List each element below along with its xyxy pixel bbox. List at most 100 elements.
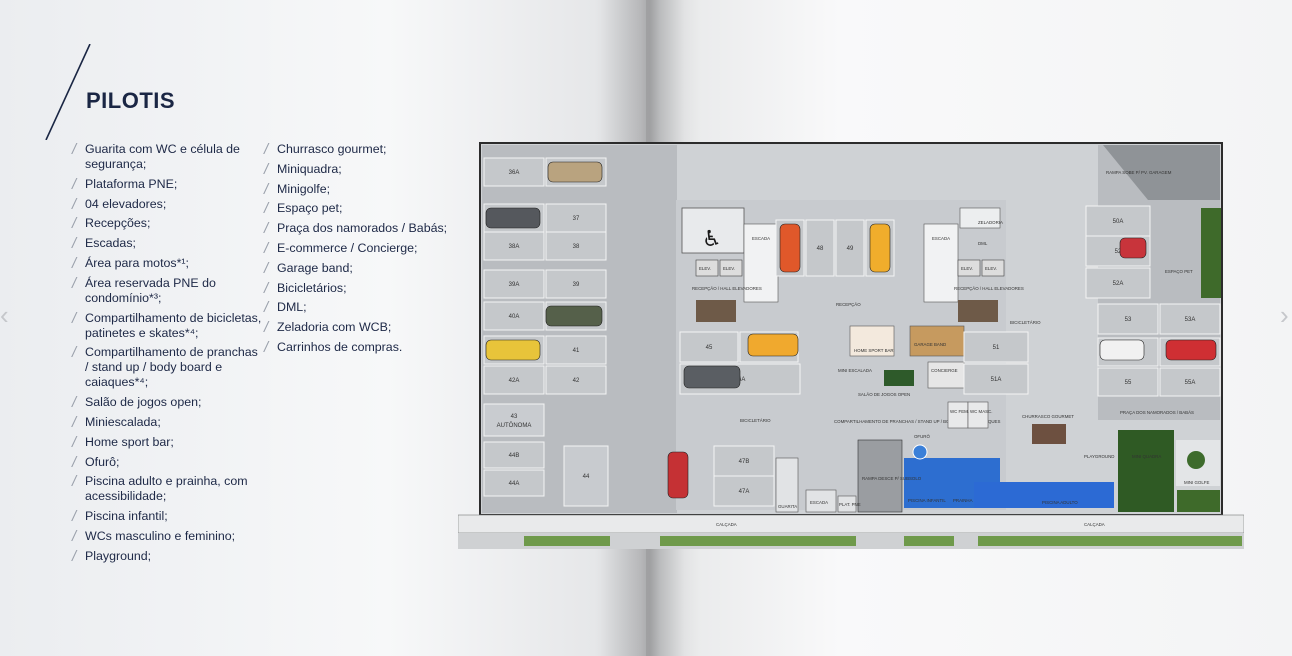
label-mini-quadra: MINI QUADRA bbox=[1132, 454, 1161, 459]
car-icon bbox=[1119, 237, 1147, 259]
parking-slot bbox=[483, 157, 545, 187]
amenity-item: Escadas; bbox=[72, 236, 262, 251]
amenity-item: Churrasco gourmet; bbox=[264, 142, 469, 157]
parking-slot-label: 39A bbox=[509, 282, 520, 288]
reception-lounge-1 bbox=[696, 300, 736, 322]
car-icon bbox=[485, 207, 541, 229]
label-zeladoria: ZELADORIA bbox=[978, 220, 1003, 225]
amenity-item: Ofurô; bbox=[72, 455, 262, 470]
autonoma-number: 43 bbox=[511, 414, 518, 420]
parking-slot bbox=[483, 441, 545, 469]
amenities-list-col2: Churrasco gourmet;Miniquadra;Minigolfe;E… bbox=[264, 142, 469, 360]
amenity-item: 04 elevadores; bbox=[72, 197, 262, 212]
label-bicicletario-1: BICICLETÁRIO bbox=[1010, 320, 1041, 325]
label-recepcao-hall-1: RECEPÇÃO / HALL ELEVADORES bbox=[692, 286, 762, 291]
title-slash-decoration bbox=[45, 44, 91, 140]
parking-slot bbox=[545, 335, 607, 365]
parking-slot-label: 47B bbox=[739, 459, 750, 465]
parking-slot bbox=[963, 363, 1029, 395]
label-elev-3: ELEV. bbox=[961, 266, 973, 271]
car-icon bbox=[747, 333, 799, 357]
label-recepcao: RECEPÇÃO bbox=[836, 302, 861, 307]
amenity-item: Carrinhos de compras. bbox=[264, 340, 469, 355]
parking-slot bbox=[545, 269, 607, 299]
wheelchair-icon: ♿ bbox=[702, 227, 722, 252]
car-icon bbox=[485, 339, 541, 361]
amenity-item: Área para motos*¹; bbox=[72, 256, 262, 271]
green-strip-corner bbox=[1177, 490, 1220, 512]
parking-slot-label: 48 bbox=[817, 246, 824, 252]
label-compartilhamento: COMPARTILHAMENTO DE PRANCHAS / STAND UP … bbox=[834, 419, 1000, 424]
amenity-item: WCs masculino e feminino; bbox=[72, 529, 262, 544]
car-icon bbox=[779, 223, 801, 273]
parking-slot-label: 52A bbox=[1113, 281, 1124, 287]
guarita-room bbox=[775, 457, 799, 513]
parking-slot-label: 45 bbox=[706, 345, 713, 351]
ramp-down bbox=[857, 439, 903, 513]
amenity-item: Home sport bar; bbox=[72, 435, 262, 450]
planter-3 bbox=[904, 536, 954, 546]
amenity-item: Salão de jogos open; bbox=[72, 395, 262, 410]
amenity-item: Miniquadra; bbox=[264, 162, 469, 177]
prev-page-arrow-icon[interactable]: ‹ bbox=[0, 300, 9, 330]
label-mini-golfe: MINI GOLFE bbox=[1184, 480, 1209, 485]
label-mini-escalada: MINI ESCALADA bbox=[838, 368, 872, 373]
parking-slot-label: 50A bbox=[1113, 219, 1124, 225]
parking-slot bbox=[545, 365, 607, 395]
parking-slot bbox=[545, 231, 607, 261]
parking-slot bbox=[1097, 367, 1159, 397]
wc-masc-room bbox=[967, 401, 989, 429]
parking-slot-label: 40A bbox=[509, 314, 520, 320]
label-wc-masc: WC MASC. bbox=[970, 409, 992, 414]
parking-slot bbox=[713, 475, 775, 507]
mini-golfe-green bbox=[1187, 451, 1205, 469]
car-icon bbox=[547, 161, 603, 183]
amenity-item: E-commerce / Concierge; bbox=[264, 241, 469, 256]
amenity-item: Guarita com WC e célula de segurança; bbox=[72, 142, 262, 172]
parking-slot bbox=[483, 403, 545, 437]
escada-lower bbox=[805, 489, 837, 513]
parking-slot-label: 37 bbox=[573, 216, 580, 222]
label-escada-1: ESCADA bbox=[752, 236, 770, 241]
planter-4 bbox=[978, 536, 1242, 546]
next-page-arrow-icon[interactable]: › bbox=[1280, 300, 1289, 330]
amenity-item: Espaço pet; bbox=[264, 201, 469, 216]
label-bicicletario-2: BICICLETÁRIO bbox=[740, 418, 771, 423]
amenity-item: DML; bbox=[264, 300, 469, 315]
label-concierge: CONCIERGE bbox=[931, 368, 958, 373]
pool-adulto bbox=[974, 482, 1114, 508]
amenity-item: Playground; bbox=[72, 549, 262, 564]
label-piscina-infantil: PISCINA INFANTIL bbox=[908, 498, 946, 503]
plat-pne bbox=[837, 495, 857, 513]
pne-area bbox=[681, 207, 745, 254]
parking-slot-label: 38 bbox=[573, 244, 580, 250]
car-icon bbox=[545, 305, 603, 327]
parking-slot bbox=[483, 469, 545, 497]
parking-slot bbox=[1085, 205, 1151, 237]
game-table bbox=[884, 370, 914, 386]
floor-plan: RAMPA SOBE P/ PV. GARAGEM ESPAÇO PET MIN… bbox=[458, 140, 1244, 554]
parking-slot-label: 51 bbox=[993, 345, 1000, 351]
parking-slot bbox=[483, 269, 545, 299]
zeladoria-room bbox=[959, 207, 1001, 229]
label-plat-pne: PLAT. PNE bbox=[839, 502, 861, 507]
label-ofuro: OFURÔ bbox=[914, 434, 930, 439]
stair-block-1 bbox=[743, 223, 779, 303]
elevator-4 bbox=[981, 259, 1005, 277]
autonoma-label: AUTÔNOMA bbox=[497, 422, 532, 429]
label-escada-lower: ESCADA bbox=[810, 500, 828, 505]
parking-slot-label: 55 bbox=[1125, 380, 1132, 386]
label-guarita: GUARITA bbox=[778, 504, 797, 509]
churrasco-table bbox=[1032, 424, 1066, 444]
mini-quadra-field bbox=[1118, 430, 1174, 512]
parking-slot bbox=[483, 365, 545, 395]
parking-slot bbox=[563, 445, 609, 507]
planter-2 bbox=[660, 536, 856, 546]
label-elev-1: ELEV. bbox=[699, 266, 711, 271]
label-piscina-adulto: PISCINA ADULTO bbox=[1042, 500, 1078, 505]
label-praca: PRAÇA DOS NAMORADOS / BABÁS bbox=[1120, 410, 1194, 415]
parking-slot-label: 51A bbox=[991, 377, 1002, 383]
car-icon bbox=[1165, 339, 1217, 361]
parking-slot-label: 44 bbox=[583, 474, 590, 480]
label-calcada-1: CALÇADA bbox=[716, 522, 737, 527]
